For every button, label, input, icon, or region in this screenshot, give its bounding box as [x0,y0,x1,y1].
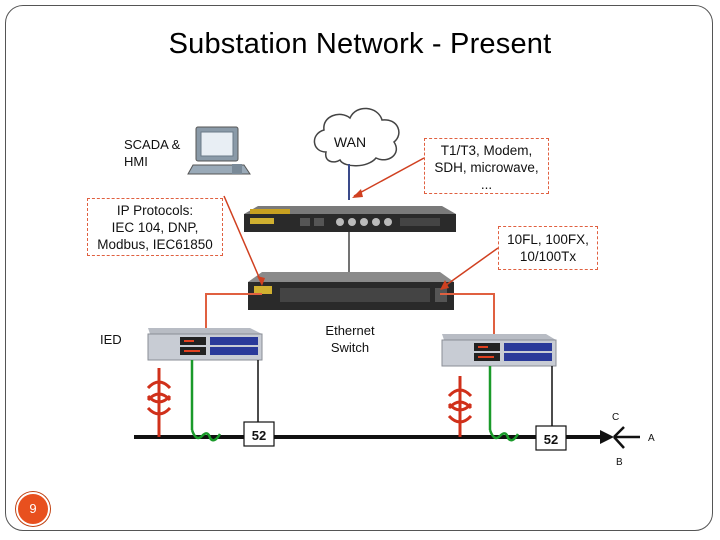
slide-number-badge: 9 [16,492,50,526]
callout-arrows [223,157,499,289]
phase-c-label: C [612,412,619,423]
slide-frame [5,5,713,531]
ied-device-left [147,328,263,361]
voltage-sensor-left [190,360,222,442]
scada-hmi-label: SCADA & HMI [124,137,181,169]
ethernet-links-callout: 10FL, 100FX, 10/100Tx [498,226,598,270]
router-device [244,206,456,232]
ied-label: IED [100,332,122,347]
phase-a-label: A [648,433,655,444]
protocols-callout: IP Protocols: IEC 104, DNP, Modbus, IEC6… [87,198,223,256]
voltage-sensor-right [488,366,520,442]
breaker-box-left [243,421,275,447]
breaker-label-right: 52 [544,432,558,447]
breaker-box-right [535,425,567,451]
wan-label: WAN [334,134,366,150]
wan-cloud [313,107,400,167]
phase-junction [613,426,640,449]
phase-b-label: B [616,457,623,468]
breaker-wires [257,360,553,426]
ethernet-switch-device [248,272,454,310]
current-transformer-right [447,376,473,437]
breaker-label-left: 52 [252,428,266,443]
current-transformer-left [146,368,172,437]
wan-links-callout: T1/T3, Modem, SDH, microwave, ... [424,138,549,194]
ied-device-right [441,334,557,367]
ethernet-switch-label: Ethernet Switch [325,323,375,355]
computer-icon [187,126,251,175]
slide-title: Substation Network - Present [168,28,552,60]
switch-ied-links [205,293,495,334]
